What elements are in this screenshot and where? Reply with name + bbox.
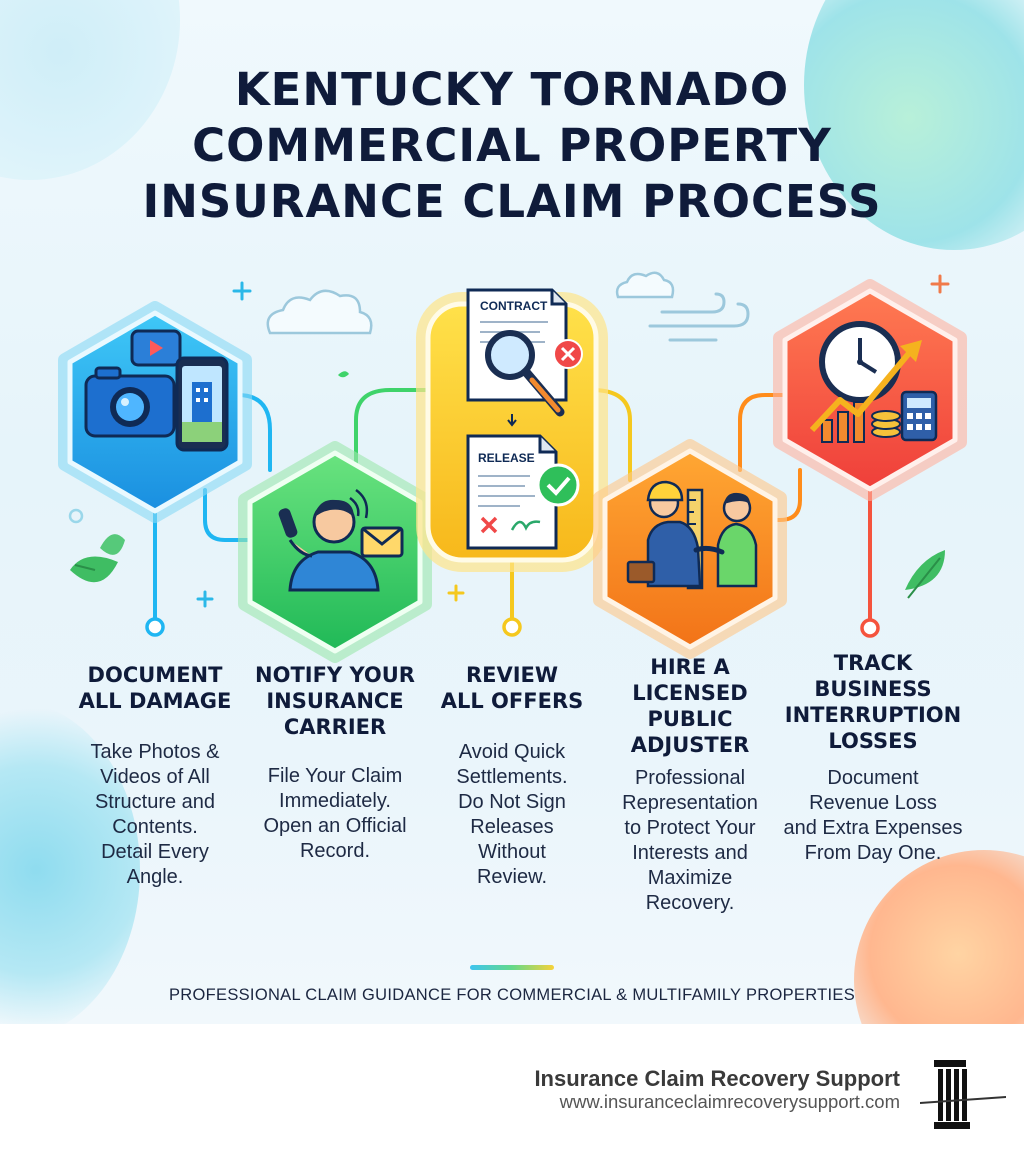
step-dot bbox=[502, 617, 522, 637]
step-desc-line: From Day One. bbox=[804, 842, 942, 864]
tagline: PROFESSIONAL CLAIM GUIDANCE FOR COMMERCI… bbox=[168, 986, 856, 1004]
step-4-description: Professional Representation to Protect Y… bbox=[605, 766, 775, 916]
step-desc-line: Contents. bbox=[112, 816, 198, 838]
leaf-icon bbox=[70, 371, 945, 599]
step-title-line: ALL OFFERS bbox=[440, 689, 584, 713]
step-2-hexagon bbox=[238, 441, 432, 663]
step-title-line: INSURANCE bbox=[266, 689, 404, 713]
contract-label: CONTRACT bbox=[480, 299, 548, 313]
step-desc-line: File Your Claim bbox=[267, 765, 403, 787]
step-desc-line: Interests and bbox=[632, 842, 748, 864]
step-desc-line: Open an Official bbox=[263, 815, 407, 837]
step-desc-line: Take Photos & bbox=[90, 741, 220, 763]
step-5-title: TRACK BUSINESS INTERRUPTION LOSSES bbox=[778, 650, 968, 754]
step-desc-line: Settlements. bbox=[456, 766, 568, 788]
handshake-icon bbox=[626, 480, 758, 590]
step-desc-line: Videos of All bbox=[100, 766, 210, 788]
pillar-logo-icon bbox=[920, 1060, 1006, 1129]
step-4-hexagon bbox=[593, 439, 787, 659]
step-title-line: NOTIFY YOUR bbox=[255, 663, 415, 687]
step-desc-line: and Extra Expenses bbox=[783, 817, 963, 839]
step-4-title: HIRE A LICENSED PUBLIC ADJUSTER bbox=[595, 654, 785, 758]
step-desc-line: Record. bbox=[299, 840, 371, 862]
accent-divider bbox=[470, 965, 554, 970]
step-title-line: REVIEW bbox=[465, 663, 559, 687]
step-desc-line: Recovery. bbox=[645, 892, 735, 914]
company-url: www.insuranceclaimrecoverysupport.com bbox=[559, 1091, 900, 1112]
step-title-line: DOCUMENT bbox=[87, 663, 223, 687]
step-title-line: CARRIER bbox=[283, 715, 387, 739]
step-5-hexagon bbox=[773, 279, 967, 501]
step-2-description: File Your Claim Immediately. Open an Off… bbox=[250, 764, 420, 864]
step-desc-line: Immediately. bbox=[279, 790, 391, 812]
step-desc-line: Review. bbox=[476, 866, 548, 888]
step-desc-line: Document bbox=[827, 767, 919, 789]
company-name: Insurance Claim Recovery Support bbox=[534, 1066, 900, 1091]
step-desc-line: Structure and bbox=[94, 791, 216, 813]
contract-release-icon: CONTRACT RELEASE bbox=[466, 288, 583, 550]
step-title-line: HIRE A bbox=[650, 655, 730, 679]
step-title-line: PUBLIC bbox=[647, 707, 733, 731]
step-3-frame: CONTRACT RELEASE bbox=[416, 288, 608, 572]
camera-phone-icon bbox=[84, 329, 229, 452]
step-desc-line: Maximize bbox=[647, 867, 733, 889]
phone-call-icon bbox=[278, 488, 404, 592]
title-line: COMMERCIAL PROPERTY bbox=[192, 119, 832, 172]
step-dot bbox=[860, 618, 880, 638]
sparkle-icon bbox=[930, 274, 950, 294]
process-diagram: CONTRACT RELEASE bbox=[58, 271, 967, 663]
step-desc-line: Representation bbox=[622, 792, 758, 814]
step-title-line: BUSINESS bbox=[814, 677, 932, 701]
cloud-icon bbox=[266, 271, 675, 335]
sparkle-icon bbox=[196, 281, 252, 608]
step-5-description: Document Revenue Loss and Extra Expenses… bbox=[774, 766, 972, 866]
step-1-description: Take Photos & Videos of All Structure an… bbox=[70, 740, 240, 890]
step-desc-line: Revenue Loss bbox=[809, 792, 937, 814]
title-line: INSURANCE CLAIM PROCESS bbox=[142, 175, 882, 228]
step-desc-line: Angle. bbox=[126, 866, 184, 888]
release-label: RELEASE bbox=[478, 451, 535, 465]
step-desc-line: Releases bbox=[470, 816, 554, 838]
ring-decoration bbox=[68, 508, 84, 524]
step-title-line: INTERRUPTION bbox=[784, 703, 962, 727]
step-3-description: Avoid Quick Settlements. Do Not Sign Rel… bbox=[427, 740, 597, 890]
step-title-line: ALL DAMAGE bbox=[78, 689, 232, 713]
step-title-line: TRACK bbox=[833, 651, 913, 675]
step-desc-line: to Protect Your bbox=[624, 817, 756, 839]
sparkle-icon bbox=[447, 584, 465, 602]
page-title: KENTUCKY TORNADO COMMERCIAL PROPERTY INS… bbox=[80, 62, 944, 230]
step-dot bbox=[145, 617, 165, 637]
step-1-title: DOCUMENT ALL DAMAGE bbox=[60, 662, 250, 714]
step-desc-line: Without bbox=[478, 841, 546, 863]
wind-icon bbox=[648, 292, 750, 342]
step-title-line: LOSSES bbox=[828, 729, 918, 753]
infographic-poster: KENTUCKY TORNADO COMMERCIAL PROPERTY INS… bbox=[0, 0, 1024, 1024]
step-2-title: NOTIFY YOUR INSURANCE CARRIER bbox=[240, 662, 430, 740]
step-desc-line: Detail Every bbox=[101, 841, 209, 863]
step-3-title: REVIEW ALL OFFERS bbox=[417, 662, 607, 714]
step-title-line: LICENSED bbox=[632, 681, 748, 705]
title-line: KENTUCKY TORNADO bbox=[234, 63, 790, 116]
step-desc-line: Do Not Sign bbox=[458, 791, 566, 813]
clock-chart-icon bbox=[809, 321, 938, 443]
step-title-line: ADJUSTER bbox=[630, 733, 750, 757]
step-desc-line: Avoid Quick bbox=[458, 741, 566, 763]
step-desc-line: Professional bbox=[634, 767, 746, 789]
step-1-hexagon bbox=[58, 301, 252, 523]
